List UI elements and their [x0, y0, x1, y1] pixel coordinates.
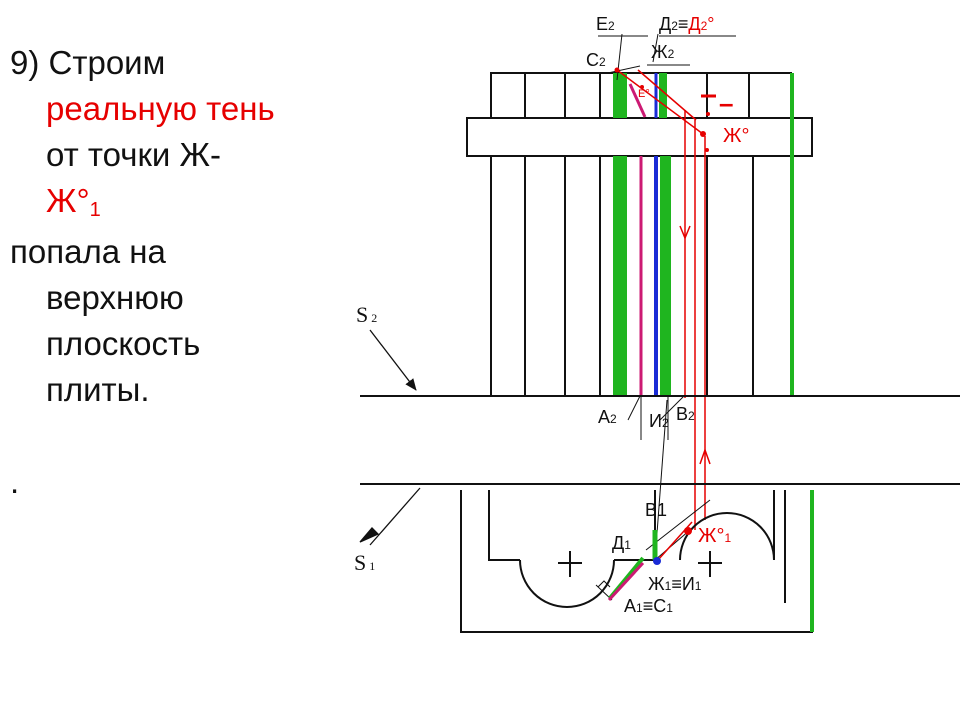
leader-line — [607, 65, 641, 74]
landed-line-4: плиты. — [46, 371, 150, 408]
shadow-ray — [616, 69, 704, 135]
direction-arrows — [359, 329, 421, 546]
green-edge — [790, 73, 794, 396]
s1-arrow-head — [359, 527, 380, 543]
green-strip — [659, 73, 667, 118]
trailing-dot: . — [10, 463, 20, 500]
label-zh-deg: Ж° — [723, 125, 749, 147]
from-point-text: от точки Ж- — [46, 136, 221, 173]
label-zh2: Ж2 — [651, 42, 675, 62]
slab-band — [360, 395, 960, 485]
green-strip — [613, 156, 627, 396]
magenta-shadow — [607, 561, 645, 602]
point-red-label: Ж°1 — [46, 182, 101, 221]
step-verb: Строим — [48, 44, 166, 81]
ray-arrow — [699, 447, 711, 465]
right-angle-mark — [597, 580, 611, 588]
label-d2-equiv: Д2≡Д2° — [659, 14, 715, 34]
leader-line — [659, 395, 685, 421]
plate-outline — [466, 117, 813, 157]
description-text: 9) Строим реальную тень от точки Ж- Ж°1 … — [10, 40, 320, 505]
label-zh1-i1: Ж1≡И1 — [648, 574, 702, 594]
leader-line — [652, 33, 659, 63]
construction-line — [654, 529, 691, 561]
label-e-deg: Е° — [638, 88, 650, 100]
plan-right-arc — [679, 512, 775, 561]
point-zh1-i1 — [653, 557, 661, 565]
plan-inner-left — [488, 490, 520, 561]
label-b2: В2 — [676, 404, 695, 424]
step-number: 9) — [10, 44, 40, 81]
green-strip — [660, 156, 671, 396]
step-line: 9) Строим — [10, 40, 320, 86]
s1-arrow-line — [369, 487, 421, 546]
label-a1-c1: А1≡С1 — [624, 596, 673, 616]
magenta-line — [628, 83, 647, 118]
point-small — [705, 148, 709, 152]
label-dash: – — [719, 88, 733, 118]
label-e2: Е2 — [596, 14, 615, 34]
shadow-points — [614, 67, 710, 152]
label-c2: С2 — [586, 50, 606, 70]
plan-shadow — [607, 490, 814, 632]
plan-left-arc — [519, 559, 615, 608]
leader-line — [627, 395, 641, 421]
shadow-ray — [637, 69, 697, 121]
shadow-rays — [616, 69, 716, 530]
point-e-deg — [640, 85, 644, 89]
landed-line-3: плоскость — [46, 325, 201, 362]
label-a2: А2 — [598, 407, 617, 427]
label-d1: Д1 — [612, 533, 631, 553]
green-strip — [613, 73, 627, 118]
label-b1: В1 — [645, 500, 667, 520]
point-c2 — [614, 67, 620, 73]
label-zh1-deg: Ж°1 — [698, 525, 731, 547]
s2-arrow — [369, 329, 417, 391]
point-zh1-deg — [684, 527, 692, 535]
label-i2: И2 — [649, 411, 669, 431]
shadow-strips-front — [613, 73, 794, 396]
landed-line-2: верхнюю — [46, 279, 184, 316]
landed-line-1: попала на — [10, 233, 166, 270]
point-small — [706, 112, 710, 116]
point-zh-deg — [700, 131, 706, 137]
red-phrase: реальную тень — [46, 90, 275, 127]
